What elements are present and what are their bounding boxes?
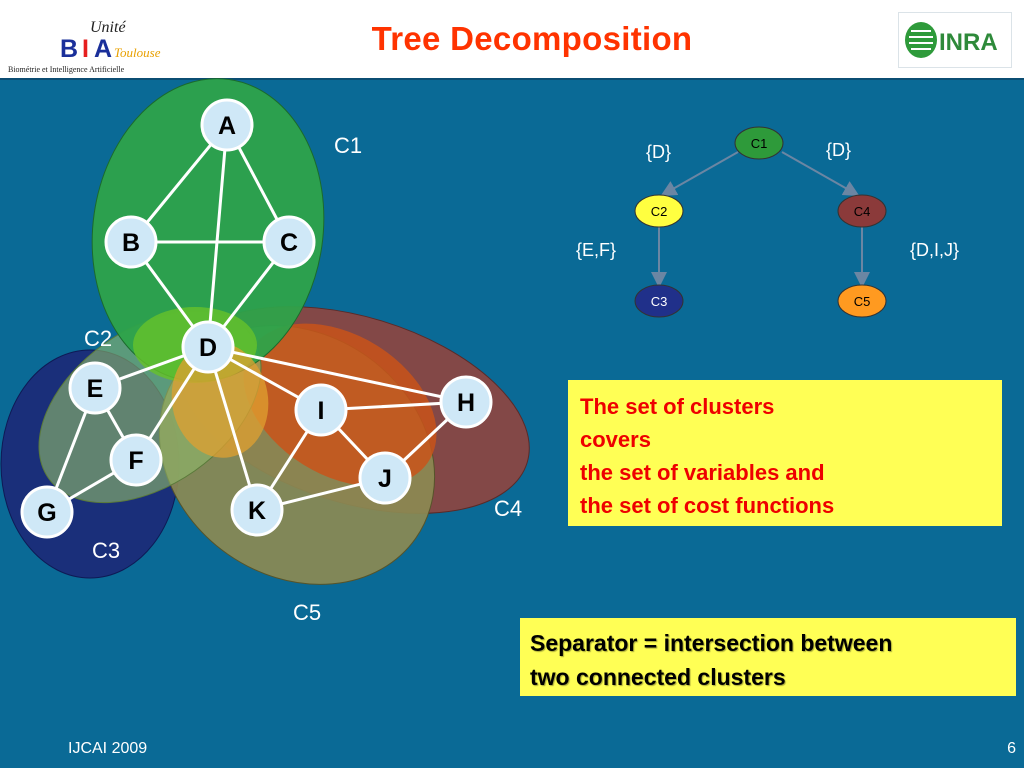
tree-edge-c1-c4 [781,151,860,196]
biat-logo: Unité B I A Toulouse Biométrie et Intell… [6,10,196,76]
separator-definition-note: Separator = intersection between two con… [520,618,1016,696]
node-f-label: F [128,447,143,475]
tree-node-c1: C1 [734,126,784,160]
logo-i-letter: I [82,35,89,63]
edge-d-k [206,345,259,512]
logo-subtitle: Biométrie et Intelligence Artificielle [8,65,125,74]
clusters-cover-note: The set of clusters covers the set of va… [568,380,1002,526]
footer-page-number: 6 [1007,740,1016,757]
tree-node-c4-label: C4 [854,204,871,219]
node-i: I [294,383,348,437]
node-b-label: B [122,229,140,257]
node-d: D [181,320,235,374]
cluster-label-c5: C5 [293,600,321,625]
node-h: H [439,375,493,429]
page-title: Tree Decomposition [371,20,693,57]
footer-conference: IJCAI 2009 [68,740,148,757]
tree-node-c4: C4 [837,194,887,228]
separator-note-line-1: Separator = intersection between [530,630,893,656]
edge-d-h [206,345,468,404]
tree-node-c1-label: C1 [751,136,768,151]
node-a-label: A [218,112,236,140]
tree-node-c2: C2 [634,194,684,228]
node-c: C [262,215,316,269]
node-c-label: C [280,229,298,257]
inra-logo-text: INRA [939,29,998,56]
tree-node-c2-label: C2 [651,204,668,219]
node-f: F [109,433,163,487]
node-b: B [104,215,158,269]
logo-a-letter: A [94,35,112,63]
separator-label-c1-c2: {D} [646,142,671,162]
graph-nodes: A B C D E F G H [20,98,493,539]
node-k-label: K [248,497,266,525]
node-e: E [68,361,122,415]
node-h-label: H [457,389,475,417]
tree-node-c5: C5 [837,284,887,318]
node-e-label: E [87,375,104,403]
separator-label-c1-c4: {D} [826,140,851,160]
cluster-label-c3: C3 [92,538,120,563]
cluster-label-c1: C1 [334,133,362,158]
logo-unite-text: Unité [90,19,126,36]
separator-note-line-2: two connected clusters [530,664,786,690]
clusters-note-line-3: the set of variables and [580,460,825,485]
clusters-note-line-1: The set of clusters [580,394,775,419]
tree-node-c3: C3 [634,284,684,318]
node-j-label: J [378,465,392,493]
cluster-c2-c5-overlap [171,342,269,458]
inra-logo: INRA [898,12,1012,68]
cluster-label-c4: C4 [494,496,522,521]
node-k: K [230,483,284,537]
cluster-label-c2: C2 [84,326,112,351]
node-i-label: I [318,397,325,425]
node-d-label: D [199,334,217,362]
separator-label-c4-c5: {D,I,J} [910,240,959,260]
node-g-label: G [37,499,56,527]
node-j: J [358,451,412,505]
tree-node-c5-label: C5 [854,294,871,309]
clusters-note-line-4: the set of cost functions [580,493,835,518]
slide-header: Unité B I A Toulouse Biométrie et Intell… [0,0,1024,80]
tree-nodes: C1 C2 C4 C3 C5 [634,126,887,318]
clusters-note-line-2: covers [580,427,651,452]
tree-edge-c1-c2 [660,151,739,196]
logo-toulouse-text: Toulouse [114,45,161,60]
tree-edges [651,151,870,288]
logo-b-letter: B [60,35,78,63]
edge-a-d [206,123,229,349]
separator-label-c2-c3: {E,F} [576,240,616,260]
node-g: G [20,485,74,539]
tree-node-c3-label: C3 [651,294,668,309]
node-a: A [200,98,254,152]
